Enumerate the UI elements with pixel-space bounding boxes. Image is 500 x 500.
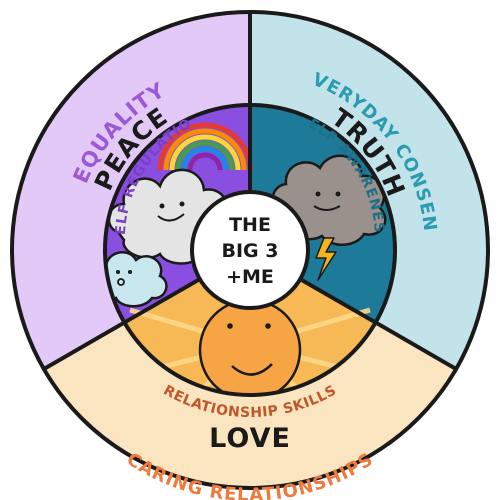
center-line-2: BIG 3	[222, 240, 279, 262]
center-line-3: +ME	[226, 266, 274, 288]
rainbow-icon	[157, 122, 253, 171]
center-hub: THE BIG 3 +ME	[190, 190, 310, 310]
sun-icon	[198, 298, 302, 395]
center-line-1: THE	[229, 214, 271, 236]
lightning-icon	[315, 237, 337, 281]
ring-outlines	[10, 10, 490, 490]
love-title: LOVE	[209, 423, 291, 454]
